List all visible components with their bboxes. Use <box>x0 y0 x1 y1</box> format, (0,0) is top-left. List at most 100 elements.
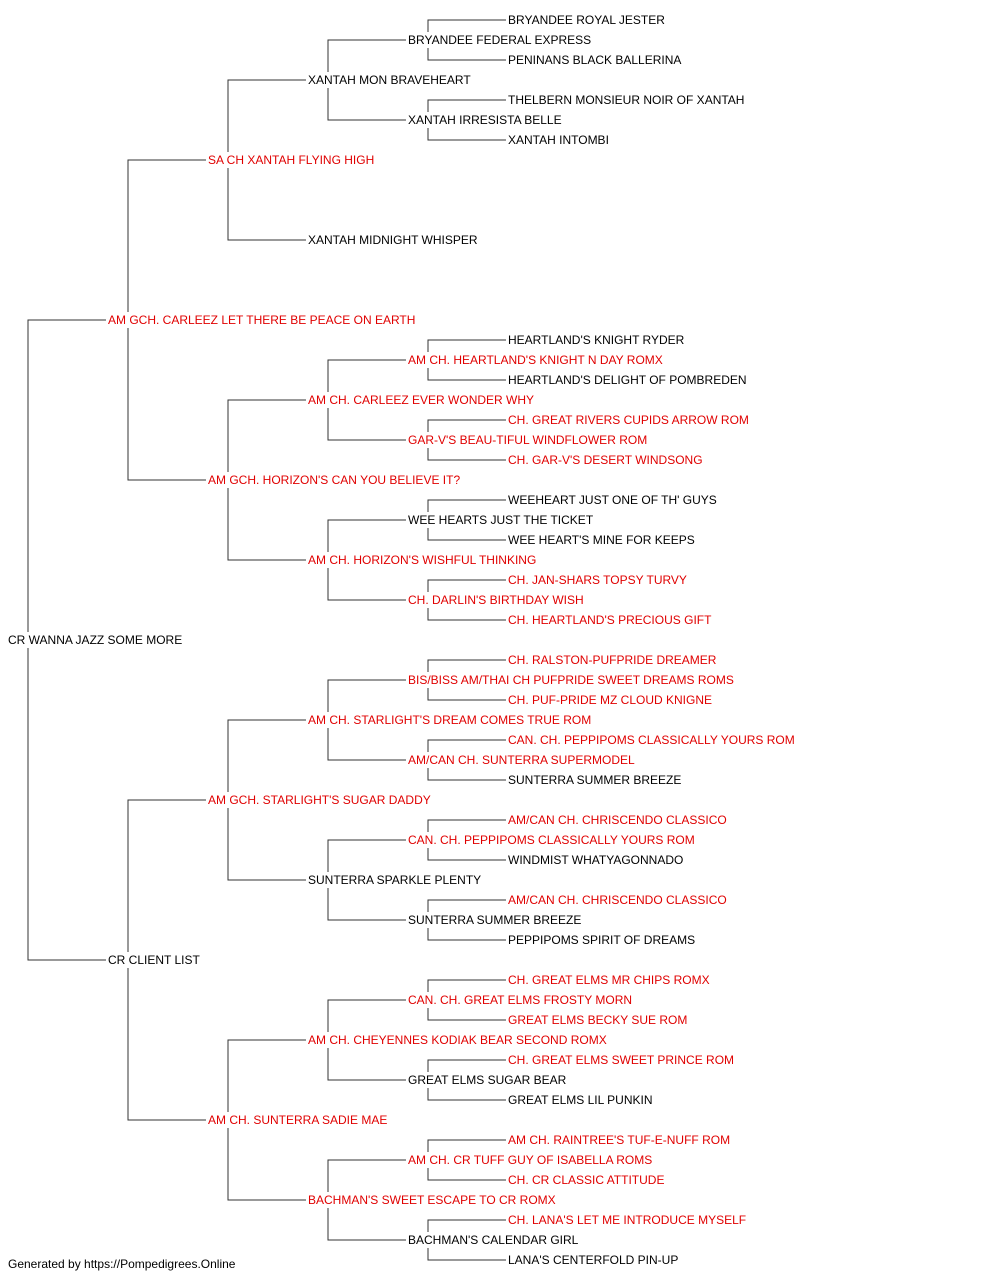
pedigree-name: SUNTERRA SUMMER BREEZE <box>408 913 581 927</box>
dam-connector-line <box>327 568 406 601</box>
sire-connector-line <box>427 979 506 992</box>
pedigree-name: WEE HEART'S MINE FOR KEEPS <box>508 533 695 547</box>
dam-connector-line <box>27 648 106 961</box>
generated-by-footer: Generated by https://Pompedigrees.Online <box>8 1257 236 1271</box>
sire-connector-line <box>227 719 306 792</box>
pedigree-name: XANTAH MON BRAVEHEART <box>308 73 471 87</box>
dam-connector-line <box>427 448 506 461</box>
sire-connector-line <box>427 1219 506 1232</box>
pedigree-name: AM GCH. STARLIGHT'S SUGAR DADDY <box>208 793 431 807</box>
dam-connector-line <box>427 688 506 701</box>
pedigree-name: CH. PUF-PRIDE MZ CLOUD KNIGNE <box>508 693 712 707</box>
sire-connector-line <box>227 79 306 152</box>
dam-connector-line <box>427 528 506 541</box>
dam-connector-line <box>327 88 406 121</box>
dam-connector-line <box>227 808 306 881</box>
sire-connector-line <box>327 519 406 552</box>
sire-connector-line <box>427 419 506 432</box>
pedigree-name: CAN. CH. GREAT ELMS FROSTY MORN <box>408 993 632 1007</box>
pedigree-name: AM GCH. CARLEEZ LET THERE BE PEACE ON EA… <box>108 313 415 327</box>
dam-connector-line <box>227 1128 306 1201</box>
pedigree-name: GREAT ELMS BECKY SUE ROM <box>508 1013 687 1027</box>
pedigree-name: AM CH. CARLEEZ EVER WONDER WHY <box>308 393 534 407</box>
sire-connector-line <box>427 579 506 592</box>
pedigree-name: AM CH. STARLIGHT'S DREAM COMES TRUE ROM <box>308 713 591 727</box>
pedigree-name: CAN. CH. PEPPIPOMS CLASSICALLY YOURS ROM <box>408 833 695 847</box>
pedigree-name: BRYANDEE ROYAL JESTER <box>508 13 665 27</box>
sire-connector-line <box>327 999 406 1032</box>
dam-connector-line <box>427 848 506 861</box>
dam-connector-line <box>227 168 306 241</box>
pedigree-name: GAR-V'S BEAU-TIFUL WINDFLOWER ROM <box>408 433 647 447</box>
pedigree-name: CH. RALSTON-PUFPRIDE DREAMER <box>508 653 717 667</box>
sire-connector-line <box>127 799 206 952</box>
sire-connector-line <box>427 19 506 32</box>
dam-connector-line <box>427 608 506 621</box>
pedigree-name: AM CH. CHEYENNES KODIAK BEAR SECOND ROMX <box>308 1033 607 1047</box>
sire-connector-line <box>327 1159 406 1192</box>
sire-connector-line <box>327 39 406 72</box>
dam-connector-line <box>127 328 206 481</box>
pedigree-name: HEARTLAND'S KNIGHT RYDER <box>508 333 685 347</box>
dam-connector-line <box>327 408 406 441</box>
pedigree-name: AM CH. SUNTERRA SADIE MAE <box>208 1113 387 1127</box>
pedigree-name: BACHMAN'S CALENDAR GIRL <box>408 1233 579 1247</box>
pedigree-name: CH. DARLIN'S BIRTHDAY WISH <box>408 593 584 607</box>
sire-connector-line <box>427 819 506 832</box>
pedigree-name: AM CH. HEARTLAND'S KNIGHT N DAY ROMX <box>408 353 663 367</box>
sire-connector-line <box>27 319 106 632</box>
pedigree-name: LANA'S CENTERFOLD PIN-UP <box>508 1253 678 1267</box>
pedigree-name: BRYANDEE FEDERAL EXPRESS <box>408 33 591 47</box>
pedigree-name: CH. GREAT ELMS SWEET PRINCE ROM <box>508 1053 734 1067</box>
pedigree-name: CH. LANA'S LET ME INTRODUCE MYSELF <box>508 1213 746 1227</box>
pedigree-name: XANTAH IRRESISTA BELLE <box>408 113 562 127</box>
dam-connector-line <box>327 1048 406 1081</box>
sire-connector-line <box>227 399 306 472</box>
sire-connector-line <box>427 739 506 752</box>
dam-connector-line <box>427 768 506 781</box>
pedigree-name: AM CH. CR TUFF GUY OF ISABELLA ROMS <box>408 1153 652 1167</box>
pedigree-name: CAN. CH. PEPPIPOMS CLASSICALLY YOURS ROM <box>508 733 795 747</box>
dam-connector-line <box>227 488 306 561</box>
pedigree-name: BACHMAN'S SWEET ESCAPE TO CR ROMX <box>308 1193 556 1207</box>
pedigree-name: XANTAH MIDNIGHT WHISPER <box>308 233 478 247</box>
dam-connector-line <box>327 888 406 921</box>
sire-connector-line <box>427 899 506 912</box>
sire-connector-line <box>327 359 406 392</box>
pedigree-name: AM/CAN CH. CHRISCENDO CLASSICO <box>508 813 727 827</box>
pedigree-name: CR WANNA JAZZ SOME MORE <box>8 633 182 647</box>
dam-connector-line <box>427 1168 506 1181</box>
dam-connector-line <box>427 928 506 941</box>
pedigree-name: WEEHEART JUST ONE OF TH' GUYS <box>508 493 717 507</box>
sire-connector-line <box>427 659 506 672</box>
sire-connector-line <box>427 1059 506 1072</box>
pedigree-name: SUNTERRA SUMMER BREEZE <box>508 773 681 787</box>
pedigree-name: CH. JAN-SHARS TOPSY TURVY <box>508 573 687 587</box>
sire-connector-line <box>427 99 506 112</box>
sire-connector-line <box>127 159 206 312</box>
pedigree-name: THELBERN MONSIEUR NOIR OF XANTAH <box>508 93 744 107</box>
dam-connector-line <box>427 1088 506 1101</box>
dam-connector-line <box>327 1208 406 1241</box>
pedigree-name: HEARTLAND'S DELIGHT OF POMBREDEN <box>508 373 747 387</box>
pedigree-name: CH. CR CLASSIC ATTITUDE <box>508 1173 664 1187</box>
dam-connector-line <box>427 48 506 61</box>
sire-connector-line <box>327 679 406 712</box>
pedigree-name: SUNTERRA SPARKLE PLENTY <box>308 873 481 887</box>
pedigree-name: CR CLIENT LIST <box>108 953 200 967</box>
pedigree-name: CH. GREAT ELMS MR CHIPS ROMX <box>508 973 710 987</box>
pedigree-name: GREAT ELMS SUGAR BEAR <box>408 1073 567 1087</box>
pedigree-name: XANTAH INTOMBI <box>508 133 609 147</box>
pedigree-name: AM/CAN CH. SUNTERRA SUPERMODEL <box>408 753 635 767</box>
sire-connector-line <box>327 839 406 872</box>
dam-connector-line <box>427 1008 506 1021</box>
pedigree-name: CH. HEARTLAND'S PRECIOUS GIFT <box>508 613 712 627</box>
pedigree-name: PENINANS BLACK BALLERINA <box>508 53 681 67</box>
pedigree-name: AM CH. HORIZON'S WISHFUL THINKING <box>308 553 536 567</box>
pedigree-name: WEE HEARTS JUST THE TICKET <box>408 513 594 527</box>
pedigree-name: WINDMIST WHATYAGONNADO <box>508 853 683 867</box>
pedigree-name: AM/CAN CH. CHRISCENDO CLASSICO <box>508 893 727 907</box>
dam-connector-line <box>427 368 506 381</box>
pedigree-name: CH. GREAT RIVERS CUPIDS ARROW ROM <box>508 413 749 427</box>
